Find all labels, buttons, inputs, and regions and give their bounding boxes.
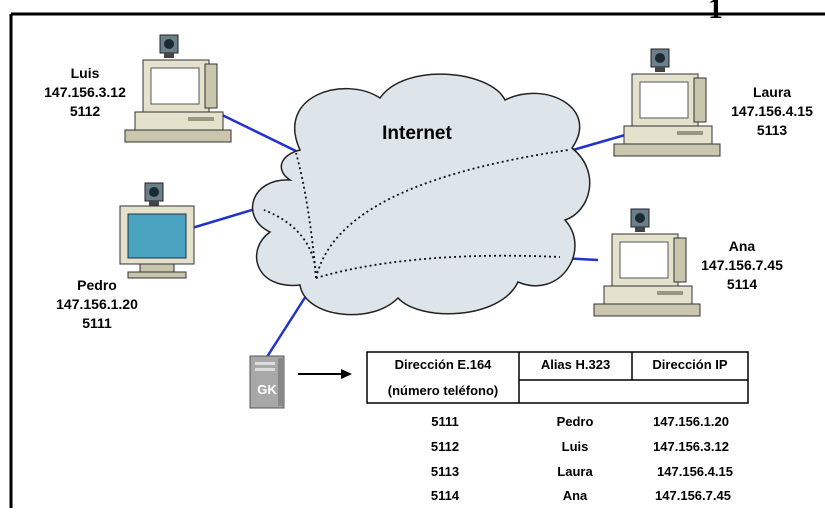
node-number: 5111	[82, 315, 112, 331]
cell-alias: Pedro	[556, 414, 594, 429]
path-to-pedro	[263, 209, 317, 279]
node-name: Laura	[752, 84, 792, 100]
internet-label: Internet	[382, 123, 452, 144]
node-label-luis: Luis 147.156.3.12 5112	[35, 64, 135, 121]
pc-luis	[124, 34, 232, 143]
node-name: Luis	[70, 65, 100, 81]
link-pedro	[191, 205, 263, 230]
gatekeeper-label: GK	[257, 382, 277, 397]
internet-cloud	[251, 73, 591, 316]
link-luis	[217, 111, 299, 154]
node-name: Ana	[728, 238, 756, 254]
cell-e164: 5112	[430, 439, 460, 454]
node-label-laura: Laura 147.156.4.15 5113	[722, 83, 822, 140]
arrow-gk-to-table	[298, 369, 352, 379]
node-ip: 147.156.4.15	[731, 103, 813, 119]
node-label-pedro: Pedro 147.156.1.20 5111	[47, 276, 147, 333]
cell-alias: Laura	[557, 464, 593, 479]
cell-e164: 5111	[431, 414, 459, 429]
cell-ip: 147.156.3.12	[653, 439, 729, 454]
cell-alias: Luis	[561, 439, 589, 454]
node-number: 5112	[69, 103, 101, 119]
cell-e164: 5114	[430, 488, 460, 503]
cell-e164: 5113	[430, 464, 460, 479]
path-to-ana	[315, 254, 561, 279]
cell-ip: 147.156.1.20	[653, 414, 729, 429]
table-header-e164-sub: (número teléfono)	[387, 383, 499, 398]
node-ip: 147.156.1.20	[56, 296, 138, 312]
gatekeeper-server	[249, 355, 285, 409]
node-name: Pedro	[77, 277, 117, 293]
link-laura	[565, 131, 633, 154]
node-label-ana: Ana 147.156.7.45 5114	[692, 237, 792, 294]
node-ip: 147.156.3.12	[44, 84, 126, 100]
table-header-grid	[366, 351, 749, 404]
cell-ip: 147.156.7.45	[655, 488, 731, 503]
call-paths	[263, 149, 569, 279]
table-header-ip: Dirección IP	[652, 357, 728, 372]
cell-alias: Ana	[562, 488, 588, 503]
table-header-alias: Alias H.323	[540, 357, 611, 372]
node-number: 5113	[756, 122, 788, 138]
node-ip: 147.156.7.45	[701, 257, 783, 273]
path-to-laura	[315, 149, 569, 279]
node-number: 5114	[726, 276, 758, 292]
pc-pedro	[119, 182, 195, 279]
table-header-e164: Dirección E.164	[394, 357, 492, 372]
corner-mark: 1	[708, 0, 723, 25]
cell-ip: 147.156.4.15	[657, 464, 733, 479]
pc-laura	[613, 48, 721, 157]
pc-ana	[593, 208, 701, 317]
